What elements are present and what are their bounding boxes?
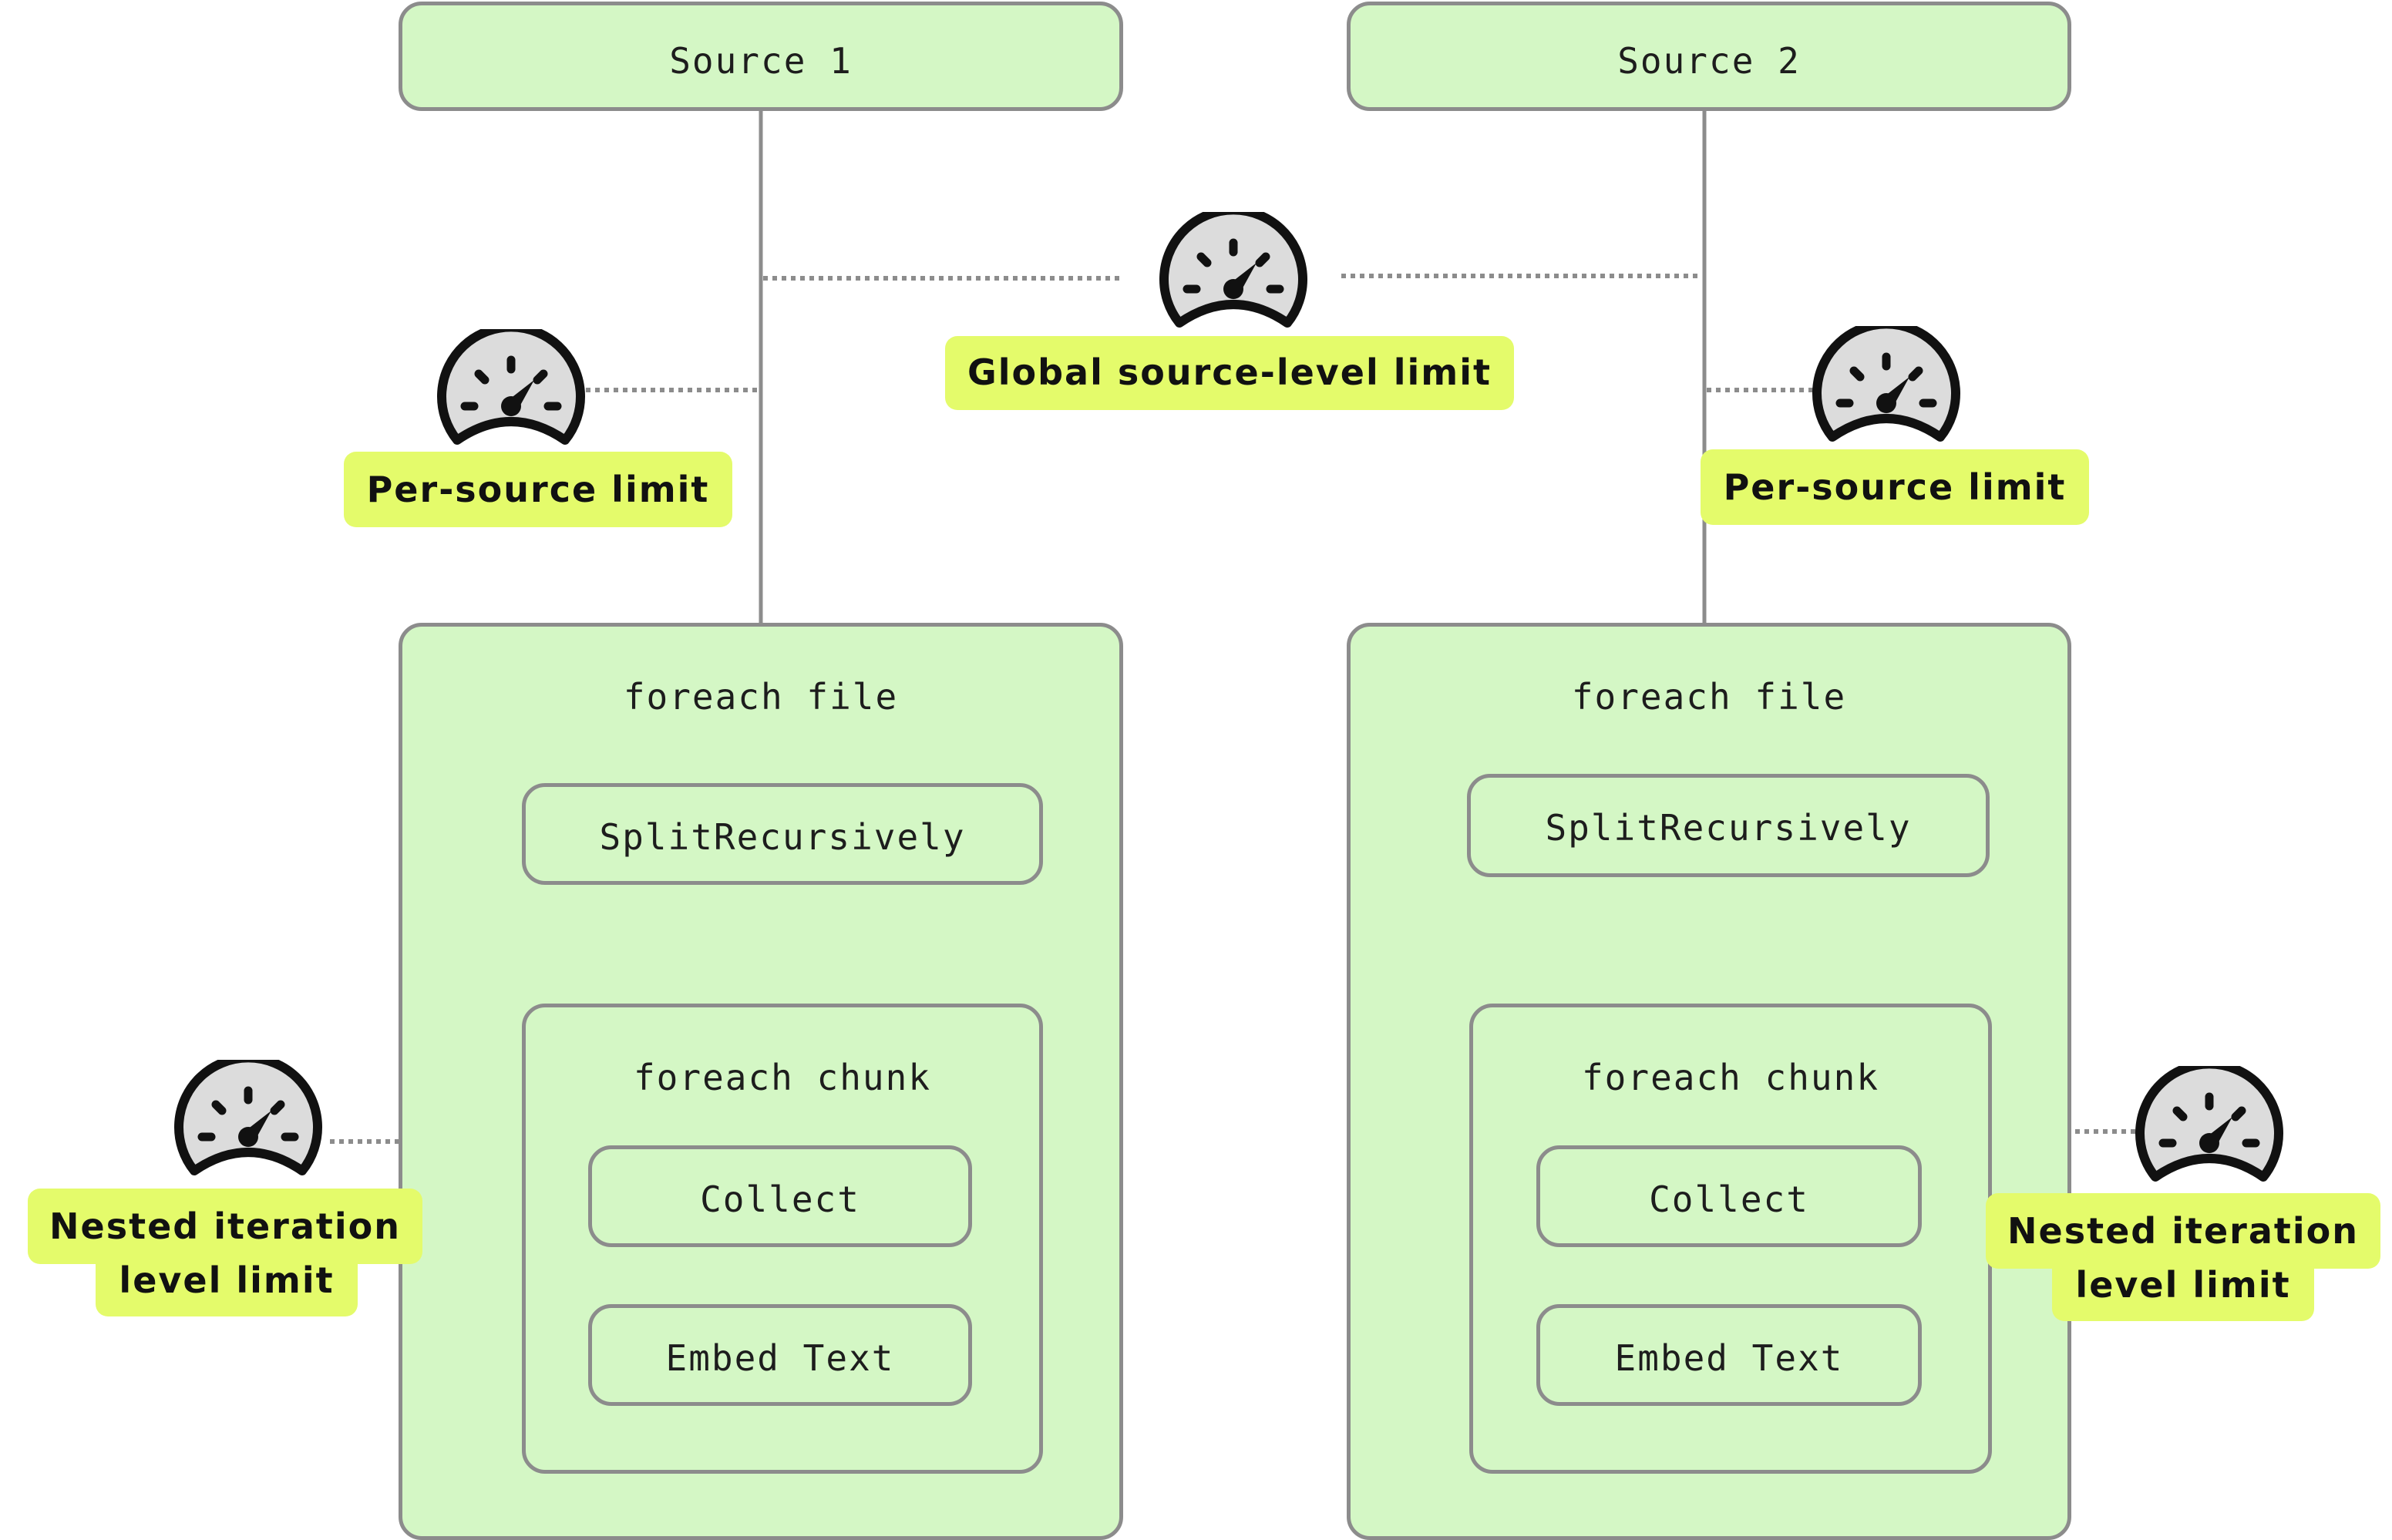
nested-limit-label-left-line2: level limit [119, 1259, 335, 1301]
nested-limit-tag-left-line2-bg [96, 1236, 358, 1316]
per-source-limit-tag-right: Per-source limit [1701, 449, 2089, 525]
collect-label-2: Collect [1649, 1179, 1809, 1220]
speedometer-icon [1812, 326, 1960, 442]
per-source-limit-label-right: Per-source limit [1723, 466, 2067, 508]
global-limit-tag: Global source-level limit [945, 336, 1514, 410]
foreach-file-label-2: foreach file [1571, 676, 1847, 718]
collect-box-1: Collect [588, 1145, 972, 1247]
speedometer-icon [437, 329, 585, 445]
split-recursively-label-1: SplitRecursively [599, 816, 966, 858]
source-2-title: Source 2 [1617, 40, 1801, 82]
split-recursively-box-1: SplitRecursively [522, 783, 1043, 885]
foreach-chunk-label-2: foreach chunk [1581, 1057, 1880, 1098]
embed-text-label-2: Embed Text [1614, 1337, 1844, 1379]
collect-box-2: Collect [1536, 1145, 1922, 1247]
collect-label-1: Collect [700, 1179, 860, 1220]
source-1-title: Source 1 [669, 40, 853, 82]
nested-limit-label-left-line1: Nested iteration [49, 1205, 401, 1247]
global-limit-label: Global source-level limit [967, 351, 1492, 393]
foreach-chunk-label-1: foreach chunk [633, 1057, 932, 1098]
embed-text-box-1: Embed Text [588, 1304, 972, 1406]
source-2-box: Source 2 [1347, 2, 2071, 111]
foreach-file-label-1: foreach file [623, 676, 899, 718]
split-recursively-box-2: SplitRecursively [1467, 774, 1990, 877]
per-source-limit-label-left: Per-source limit [366, 469, 710, 510]
embed-text-label-1: Embed Text [665, 1337, 895, 1379]
source-1-box: Source 1 [399, 2, 1123, 111]
split-recursively-label-2: SplitRecursively [1545, 807, 1912, 849]
nested-limit-label-right-line1: Nested iteration [2007, 1210, 2359, 1252]
speedometer-icon [2135, 1066, 2283, 1182]
embed-text-box-2: Embed Text [1536, 1304, 1922, 1406]
per-source-limit-tag-left: Per-source limit [344, 452, 732, 527]
nested-limit-tag-right-line2-bg [2052, 1241, 2314, 1321]
speedometer-icon [1159, 212, 1307, 328]
nested-limit-label-right-line2: level limit [2075, 1264, 2291, 1306]
speedometer-icon [174, 1060, 322, 1175]
